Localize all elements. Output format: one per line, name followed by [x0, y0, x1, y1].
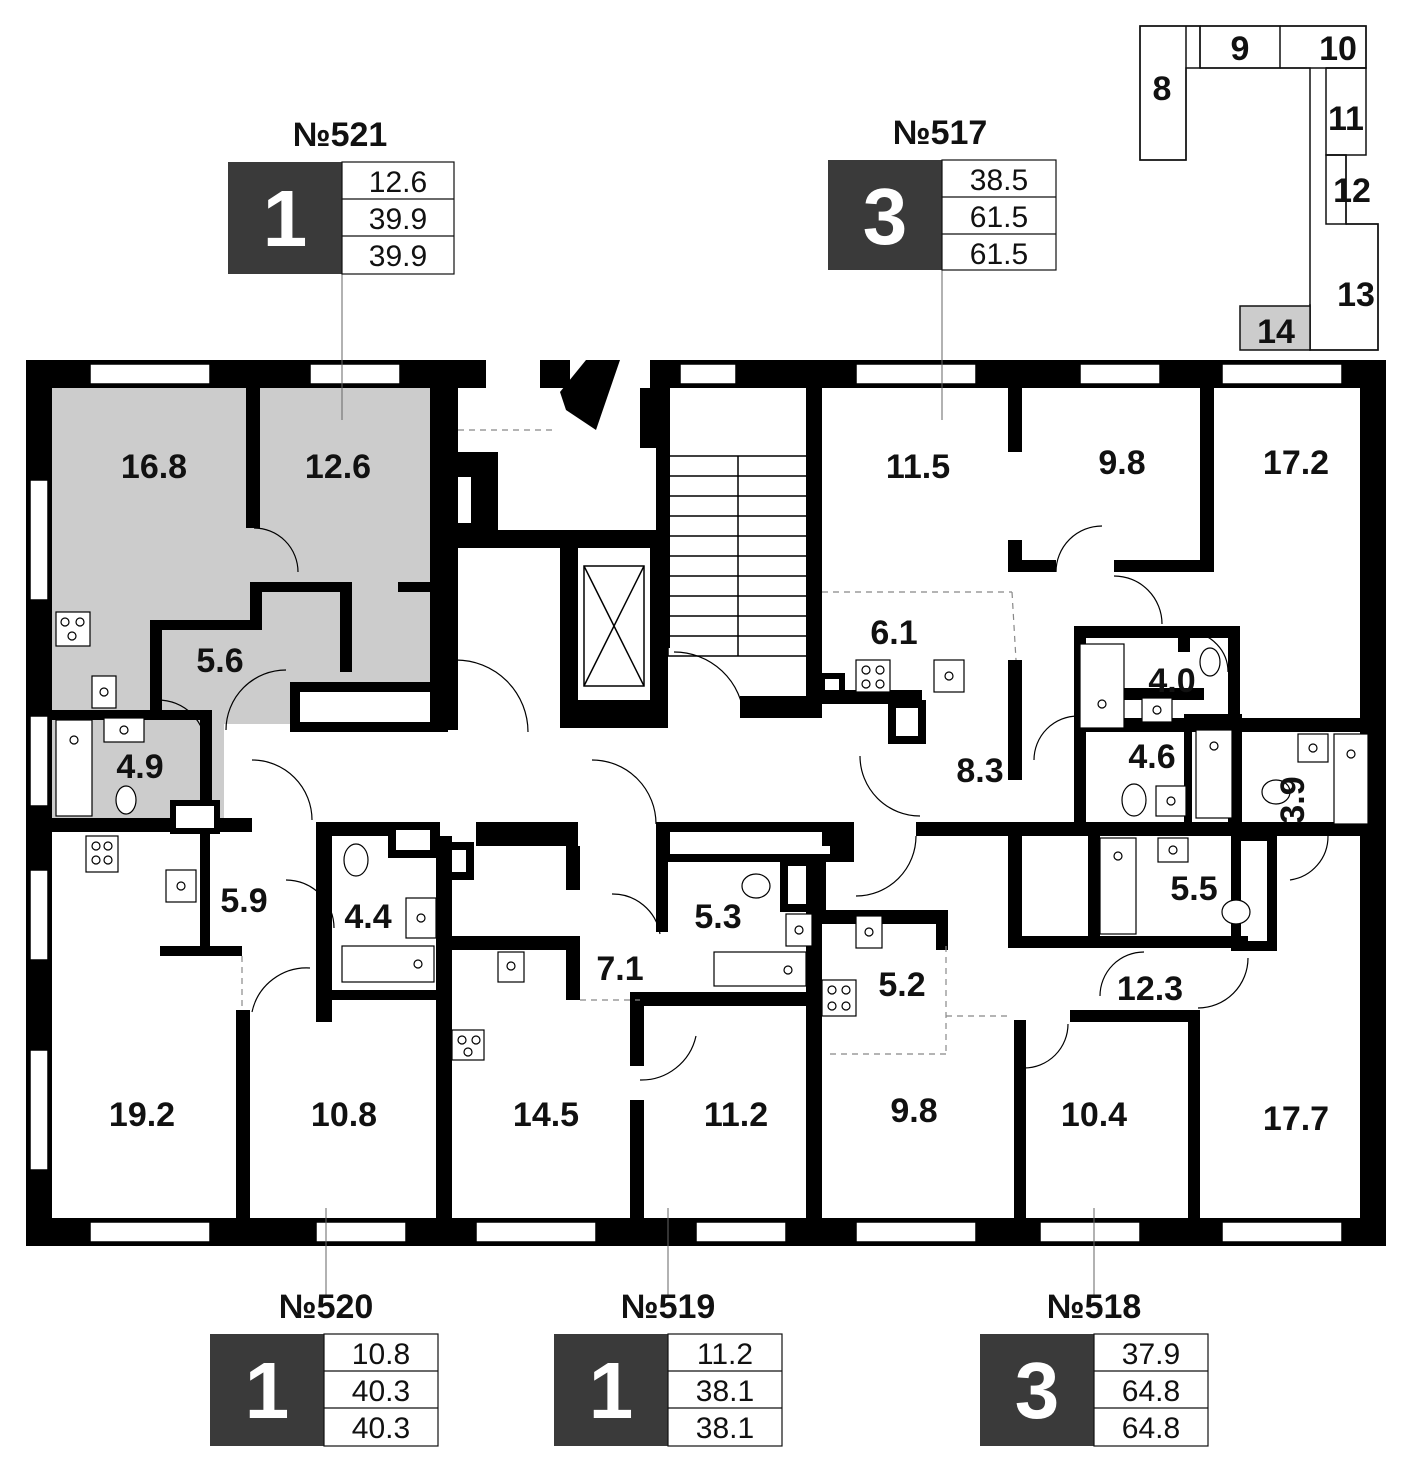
apartment-number: №518 [1047, 1288, 1142, 1326]
apartment-card-517[interactable]: №517 3 38.5 61.5 61.5 [828, 114, 1057, 271]
key-plan-section-label: 8 [1153, 70, 1172, 108]
room-area-label: 5.3 [694, 898, 741, 936]
room-count-box [980, 1334, 1094, 1446]
room-count-box [210, 1334, 324, 1446]
apartment-card-519[interactable]: №519 1 11.2 38.1 38.1 [554, 1288, 783, 1447]
room-area-label: 17.7 [1263, 1100, 1329, 1138]
area-gross: 61.5 [970, 238, 1028, 271]
key-plan-section-14[interactable] [1239, 305, 1311, 351]
leader-lines [325, 270, 1095, 1296]
stairs [667, 455, 809, 657]
apartment-card-518[interactable]: №518 3 37.9 64.8 64.8 [980, 1288, 1209, 1447]
room-area-label: 6.1 [870, 614, 917, 652]
room-area-label: 5.2 [878, 966, 925, 1004]
area-gross: 38.1 [696, 1412, 754, 1445]
room-count: 3 [863, 172, 908, 261]
key-plan-section-label: 13 [1337, 276, 1375, 314]
room-area-label: 10.8 [311, 1096, 377, 1134]
room-area-label: 12.3 [1117, 970, 1183, 1008]
room-area-label: 7.1 [596, 950, 643, 988]
dashed-lines [241, 429, 1017, 1055]
room-count: 3 [1015, 1346, 1060, 1435]
apartment-card-520[interactable]: №520 1 10.8 40.3 40.3 [210, 1288, 439, 1447]
room-count: 1 [245, 1346, 290, 1435]
apartment-number: №521 [293, 116, 388, 154]
room-area-label: 4.9 [116, 748, 163, 786]
area-living: 11.2 [697, 1338, 753, 1371]
room-area-label: 16.8 [121, 448, 187, 486]
area-gross: 40.3 [352, 1412, 410, 1445]
apartment-number: №520 [279, 1288, 374, 1326]
area-total: 40.3 [352, 1375, 410, 1408]
room-area-label: 11.5 [886, 448, 950, 486]
area-gross: 64.8 [1122, 1412, 1180, 1445]
area-gross: 39.9 [369, 240, 427, 273]
area-total: 61.5 [970, 201, 1028, 234]
room-area-label: 4.4 [344, 898, 391, 936]
apartment-number: №519 [621, 1288, 716, 1326]
doors [157, 525, 1329, 1081]
apartment-number: №517 [893, 114, 988, 152]
room-area-label: 4.6 [1128, 738, 1175, 776]
room-area-label: 10.4 [1061, 1096, 1127, 1134]
apartment-521-highlight[interactable] [52, 388, 430, 818]
area-living: 37.9 [1122, 1338, 1180, 1371]
fixtures [55, 611, 1369, 1061]
key-plan-section-label: 14 [1257, 313, 1295, 351]
room-count-box [554, 1334, 668, 1446]
area-total: 38.1 [696, 1375, 754, 1408]
room-area-label: 3.9 [1274, 776, 1312, 823]
room-area-label: 9.8 [890, 1092, 937, 1130]
key-plan-section-label: 9 [1231, 30, 1250, 68]
room-area-label: 8.3 [956, 752, 1003, 790]
room-count-box [828, 160, 942, 270]
room-count: 1 [589, 1346, 634, 1435]
apartment-card-521[interactable]: №521 1 12.6 39.9 39.9 [228, 116, 455, 275]
elevator [583, 565, 645, 687]
room-area-label: 14.5 [513, 1096, 579, 1134]
room-area-label: 5.6 [196, 642, 243, 680]
key-plan [1139, 25, 1379, 351]
room-area-label: 4.0 [1148, 662, 1195, 700]
area-living: 12.6 [369, 166, 427, 199]
room-area-label: 11.2 [704, 1096, 768, 1134]
room-area-label: 19.2 [109, 1096, 175, 1134]
key-plan-section-label: 10 [1319, 30, 1357, 68]
key-plan-labels: 8 9 10 11 12 13 14 [1153, 30, 1375, 351]
windows [29, 363, 1343, 1243]
room-count-box [228, 162, 342, 274]
room-labels: 16.8 12.6 5.6 4.9 11.5 9.8 17.2 6.1 4.0 … [109, 444, 1329, 1138]
room-area-label: 9.8 [1098, 444, 1145, 482]
area-total: 64.8 [1122, 1375, 1180, 1408]
area-total: 39.9 [369, 203, 427, 236]
room-count: 1 [263, 174, 308, 263]
key-plan-section-label: 12 [1333, 172, 1371, 210]
room-area-label: 5.5 [1170, 870, 1217, 908]
room-area-label: 17.2 [1263, 444, 1329, 482]
area-living: 10.8 [352, 1338, 410, 1371]
key-plan-section-label: 11 [1328, 100, 1364, 138]
room-area-label: 5.9 [220, 882, 267, 920]
area-living: 38.5 [970, 164, 1028, 197]
room-area-label: 12.6 [305, 448, 371, 486]
